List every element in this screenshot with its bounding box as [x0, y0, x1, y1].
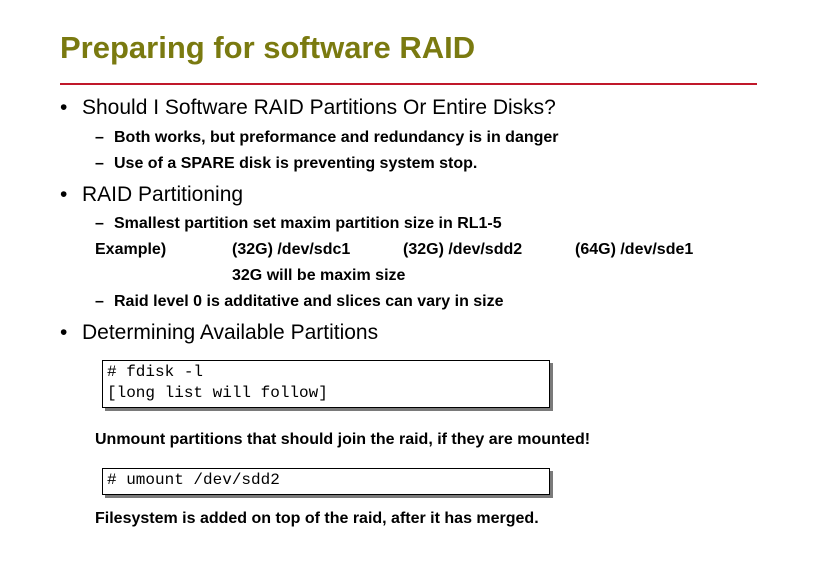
sub-item-text: Both works, but preformance and redundan…	[114, 129, 559, 146]
sub-item-text: Smallest partition set maxim partition s…	[114, 215, 502, 232]
bullet-text: RAID Partitioning	[82, 183, 244, 206]
dash-glyph: –	[95, 155, 104, 172]
code-block-fdisk: # fdisk -l [long list will follow]	[102, 360, 550, 408]
bullet-glyph: •	[60, 321, 68, 344]
note-unmount: Unmount partitions that should join the …	[95, 431, 591, 448]
sub-item-spare-disk: –Use of a SPARE disk is preventing syste…	[95, 155, 477, 173]
example-sde1: (64G) /dev/sde1	[575, 241, 694, 258]
bullet-determining-partitions: • Determining Available Partitions	[60, 321, 378, 345]
bullet-text: Determining Available Partitions	[82, 321, 379, 344]
example-note: 32G will be maxim size	[232, 267, 406, 284]
bullet-text: Should I Software RAID Partitions Or Ent…	[82, 96, 556, 119]
code-block-umount: # umount /dev/sdd2	[102, 468, 550, 495]
bullet-glyph: •	[60, 96, 68, 119]
code-line: [long list will follow]	[107, 384, 328, 402]
slide-title: Preparing for software RAID	[60, 30, 476, 65]
bullet-raid-partitioning: • RAID Partitioning	[60, 183, 243, 207]
sub-item-smallest-partition: –Smallest partition set maxim partition …	[95, 215, 502, 233]
sub-item-text: Use of a SPARE disk is preventing system…	[114, 155, 478, 172]
example-sdc1: (32G) /dev/sdc1	[232, 241, 351, 258]
title-divider	[60, 83, 757, 85]
sub-item-text: Raid level 0 is additative and slices ca…	[114, 293, 504, 310]
note-filesystem: Filesystem is added on top of the raid, …	[95, 510, 539, 527]
code-line: # fdisk -l	[107, 363, 204, 381]
sub-item-raid-level-0: –Raid level 0 is additative and slices c…	[95, 293, 504, 311]
dash-glyph: –	[95, 129, 104, 146]
dash-glyph: –	[95, 215, 104, 232]
bullet-software-raid-question: • Should I Software RAID Partitions Or En…	[60, 96, 556, 120]
dash-glyph: –	[95, 293, 104, 310]
sub-item-both-works: –Both works, but preformance and redunda…	[95, 129, 559, 147]
example-sdd2: (32G) /dev/sdd2	[403, 241, 523, 258]
code-line: # umount /dev/sdd2	[107, 471, 280, 489]
bullet-glyph: •	[60, 183, 68, 206]
example-label: Example)	[95, 241, 167, 258]
